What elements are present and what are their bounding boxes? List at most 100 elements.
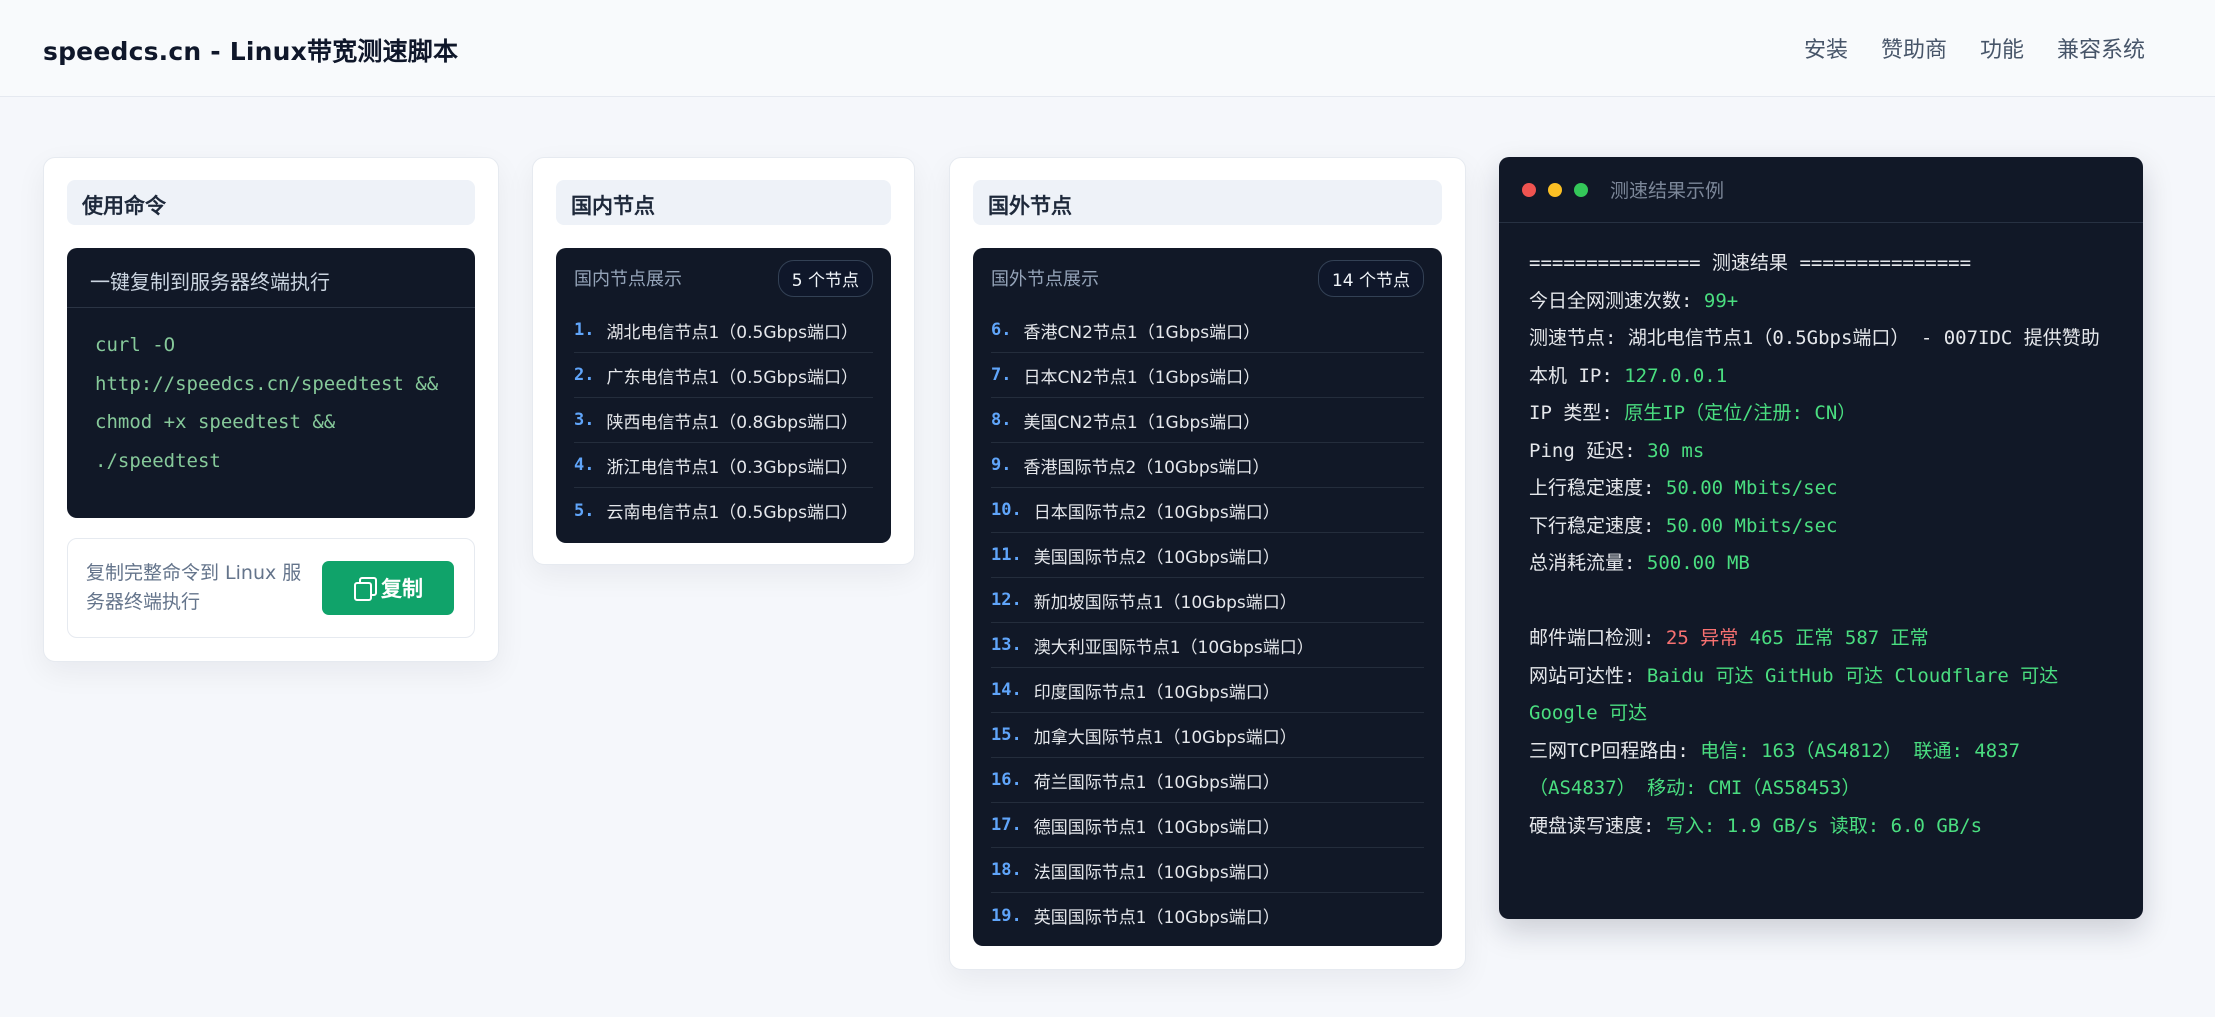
domestic-card-title: 国内节点 [556, 180, 891, 225]
node-name: 湖北电信节点1（0.5Gbps端口） [606, 322, 858, 343]
node-name: 云南电信节点1（0.5Gbps端口） [606, 503, 858, 523]
international-node-list: 6.香港CN2节点1（1Gbps端口）7.日本CN2节点1（1Gbps端口）8.… [973, 308, 1442, 938]
command-panel: 一键复制到服务器终端执行 curl -O http://speedcs.cn/s… [67, 248, 475, 518]
site-brand[interactable]: speedcs.cn - Linux带宽测速脚本 [43, 37, 459, 66]
node-item: 2.广东电信节点1（0.5Gbps端口） [574, 353, 873, 398]
terminal-segment: 30 ms [1647, 439, 1705, 462]
terminal-line: Ping 延迟: 30 ms [1529, 433, 2113, 471]
node-number: 14. [991, 680, 1022, 700]
terminal-segment: Ping 延迟: [1529, 439, 1648, 462]
node-number: 1. [574, 320, 595, 340]
international-count-badge: 14 个节点 [1317, 259, 1424, 297]
node-name: 荷兰国际节点1（10Gbps端口） [1033, 772, 1280, 793]
nav-install[interactable]: 安装 [1803, 38, 1848, 63]
node-item: 5.云南电信节点1（0.5Gbps端口） [574, 488, 873, 533]
node-name: 浙江电信节点1（0.3Gbps端口） [606, 457, 858, 478]
terminal-segment: =============== 测速结果 =============== [1529, 252, 1972, 274]
node-name: 美国CN2节点1（1Gbps端口） [1023, 412, 1261, 433]
close-dot-icon [1522, 182, 1536, 197]
copy-button[interactable]: 复制 [322, 561, 454, 615]
terminal-line: 测速节点: 湖北电信节点1（0.5Gbps端口） - 007IDC 提供赞助 [1529, 320, 2113, 358]
copy-hint: 复制完整命令到 Linux 服务器终端执行 [86, 562, 302, 613]
terminal-segment: 今日全网测速次数: [1529, 289, 1704, 312]
terminal-segment: 99+ [1703, 289, 1739, 312]
usage-card-title: 使用命令 [67, 180, 475, 225]
node-name: 德国国际节点1（10Gbps端口） [1033, 817, 1280, 838]
node-number: 17. [991, 815, 1022, 835]
node-item: 4.浙江电信节点1（0.3Gbps端口） [574, 443, 873, 488]
maximize-dot-icon [1574, 182, 1588, 197]
terminal-line: 硬盘读写速度: 写入: 1.9 GB/s 读取: 6.0 GB/s [1529, 808, 2113, 846]
node-item: 18. 法国国际节点1（10Gbps端口） [991, 848, 1424, 893]
node-number: 12. [991, 590, 1022, 610]
terminal-line: 上行稳定速度: 50.00 Mbits/sec [1529, 470, 2113, 508]
node-number: 15. [991, 725, 1022, 745]
node-name: 美国国际节点2（10Gbps端口） [1033, 547, 1280, 568]
node-number: 10. [991, 500, 1022, 520]
terminal-segment [1833, 627, 1844, 649]
terminal-segment: 总消耗流量: [1529, 552, 1647, 574]
node-item: 16. 荷兰国际节点1（10Gbps端口） [991, 758, 1424, 803]
terminal-segment: 网站可达性: [1529, 664, 1647, 687]
terminal-output: =============== 测速结果 =============== 今日全网… [1499, 223, 2143, 867]
terminal-segment: 测速节点: 湖北电信节点1（0.5Gbps端口） - 007IDC 提供赞助 [1529, 327, 2100, 349]
node-item: 15. 加拿大国际节点1（10Gbps端口） [991, 713, 1424, 758]
node-number: 3. [574, 410, 595, 430]
nav-compatibility[interactable]: 兼容系统 [2056, 38, 2145, 63]
domestic-count-badge: 5 个节点 [777, 259, 873, 297]
node-item: 13. 澳大利亚国际节点1（10Gbps端口） [991, 623, 1424, 668]
terminal-line: 三网TCP回程路由: 电信: 163（AS4812） 联通: 4837（AS48… [1529, 733, 2113, 808]
international-nodes-card: 国外节点 国外节点展示 14 个节点 6.香港CN2节点1（1Gbps端口）7.… [949, 157, 1466, 970]
node-name: 加拿大国际节点1（10Gbps端口） [1033, 727, 1297, 748]
node-number: 9. [991, 455, 1012, 475]
node-name: 法国国际节点1（10Gbps端口） [1033, 862, 1280, 883]
node-number: 8. [991, 410, 1012, 430]
terminal-line: =============== 测速结果 =============== [1529, 245, 2113, 283]
terminal-segment: IP 类型: [1529, 402, 1625, 424]
node-name: 陕西电信节点1（0.8Gbps端口） [606, 412, 858, 433]
domestic-nodes-panel: 国内节点展示 5 个节点 1. 湖北电信节点1（0.5Gbps端口） 2.广东电信节… [556, 248, 891, 543]
international-card-title: 国外节点 [973, 180, 1442, 225]
node-item: 14.印度国际节点1（10Gbps端口） [991, 668, 1424, 713]
node-number: 16. [991, 770, 1022, 790]
terminal-line: IP 类型: 原生IP（定位/注册: CN） [1529, 395, 2113, 433]
node-number: 6. [991, 320, 1012, 340]
copy-icon [353, 577, 377, 601]
terminal-segment: 下行稳定速度: [1529, 514, 1666, 537]
terminal-title-bar: 测速结果示例 [1499, 157, 2143, 223]
terminal-segment: 本机 IP: [1529, 364, 1625, 387]
node-item: 8. 美国CN2节点1（1Gbps端口） [991, 398, 1424, 443]
minimize-dot-icon [1548, 182, 1562, 197]
node-item: 10.日本国际节点2（10Gbps端口） [991, 488, 1424, 533]
node-name: 英国国际节点1（10Gbps端口） [1033, 908, 1280, 928]
terminal-segment: 邮件端口检测: [1529, 627, 1666, 649]
terminal-segment: Baidu 可达 GitHub 可达 Cloudflare 可达 Google … [1529, 664, 2059, 725]
terminal-line: 下行稳定速度: 50.00 Mbits/sec [1529, 508, 2113, 546]
terminal-segment: 写入: 1.9 GB/s 读取: 6.0 GB/s [1665, 814, 1983, 837]
nav-sponsors[interactable]: 赞助商 [1880, 38, 1947, 63]
nav-features[interactable]: 功能 [1979, 38, 2024, 63]
main-nav: 安装 赞助商 功能 兼容系统 [1804, 32, 2145, 64]
international-nodes-panel: 国外节点展示 14 个节点 6.香港CN2节点1（1Gbps端口）7.日本CN2… [973, 248, 1442, 946]
terminal-line [1529, 583, 2113, 621]
terminal-line: 今日全网测速次数: 99+ [1529, 283, 2113, 321]
terminal-line: 本机 IP: 127.0.0.1 [1529, 358, 2113, 396]
terminal-segment: 127.0.0.1 [1624, 364, 1728, 387]
terminal-segment: 50.00 Mbits/sec [1665, 514, 1838, 537]
domestic-panel-label: 国内节点展示 [574, 269, 682, 290]
terminal-line: 网站可达性: Baidu 可达 GitHub 可达 Cloudflare 可达 … [1529, 658, 2113, 733]
terminal-segment: 465 正常 [1749, 627, 1834, 649]
copy-button-label: 复制 [381, 578, 423, 601]
node-number: 7. [991, 365, 1012, 385]
terminal-segment: 25 异常 [1665, 627, 1739, 649]
terminal-segment: 三网TCP回程路由: [1529, 739, 1701, 762]
node-number: 19. [991, 905, 1022, 926]
node-number: 18. [991, 860, 1022, 880]
node-item: 9.香港国际节点2（10Gbps端口） [991, 443, 1424, 488]
node-item: 12.新加坡国际节点1（10Gbps端口） [991, 578, 1424, 623]
node-name: 澳大利亚国际节点1（10Gbps端口） [1033, 637, 1314, 658]
node-number: 13. [991, 635, 1022, 655]
command-code[interactable]: curl -O http://speedcs.cn/speedtest && c… [95, 334, 439, 472]
node-item: 7.日本CN2节点1（1Gbps端口） [991, 353, 1424, 398]
terminal-segment: 50.00 Mbits/sec [1665, 477, 1838, 499]
